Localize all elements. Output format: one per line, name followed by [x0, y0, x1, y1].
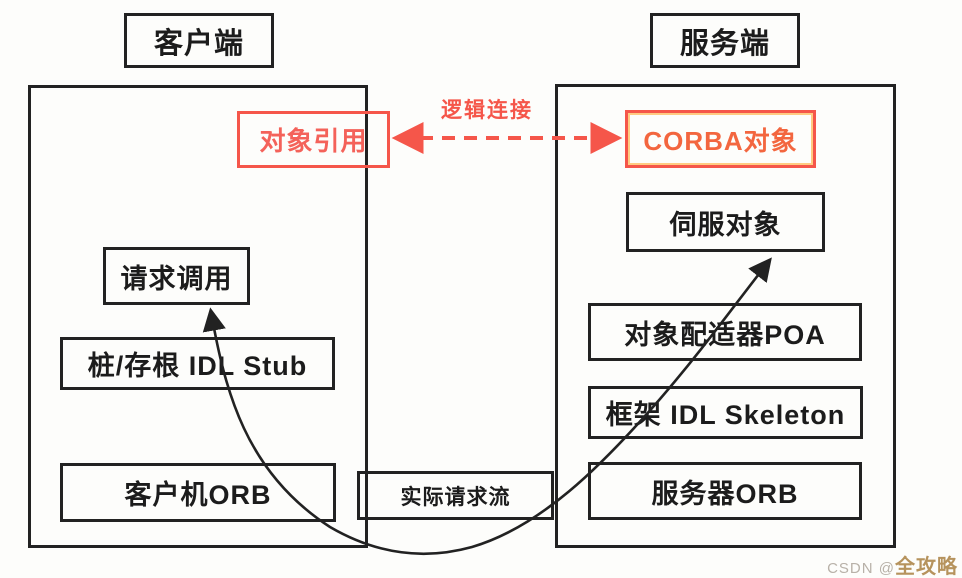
idl-skeleton-box: 框架 IDL Skeleton	[588, 386, 863, 439]
corba-object-box: CORBA对象	[625, 110, 816, 168]
client-title-label: 客户端	[153, 27, 244, 60]
object-reference-label: 对象引用	[259, 126, 368, 156]
request-call-box: 请求调用	[103, 247, 250, 305]
logical-connection-label: 逻辑连接	[441, 99, 533, 122]
poa-box: 对象配适器POA	[588, 303, 862, 361]
server-orb-label: 服务器ORB	[651, 478, 799, 509]
idl-skeleton-label: 框架 IDL Skeleton	[605, 400, 846, 430]
client-orb-label: 客户机ORB	[124, 480, 272, 510]
request-call-label: 请求调用	[120, 263, 233, 294]
server-orb-box: 服务器ORB	[588, 462, 862, 520]
actual-request-flow-label: 实际请求流	[400, 485, 511, 509]
poa-label: 对象配适器POA	[624, 319, 826, 350]
watermark-name: 全攻略	[895, 556, 958, 578]
object-reference-box: 对象引用	[237, 111, 390, 168]
client-orb-box: 客户机ORB	[60, 463, 336, 522]
server-title-box: 服务端	[650, 13, 800, 68]
watermark: CSDN @ 全攻略	[827, 550, 958, 578]
corba-object-label: CORBA对象	[643, 125, 798, 156]
client-title-box: 客户端	[124, 13, 274, 68]
idl-stub-box: 桩/存根 IDL Stub	[60, 337, 335, 390]
server-title-label: 服务端	[679, 27, 770, 60]
idl-stub-label: 桩/存根 IDL Stub	[87, 351, 308, 381]
servant-object-label: 伺服对象	[669, 209, 782, 240]
watermark-prefix: CSDN @	[827, 560, 895, 577]
servant-object-box: 伺服对象	[626, 192, 825, 252]
actual-request-flow-box: 实际请求流	[357, 471, 554, 520]
